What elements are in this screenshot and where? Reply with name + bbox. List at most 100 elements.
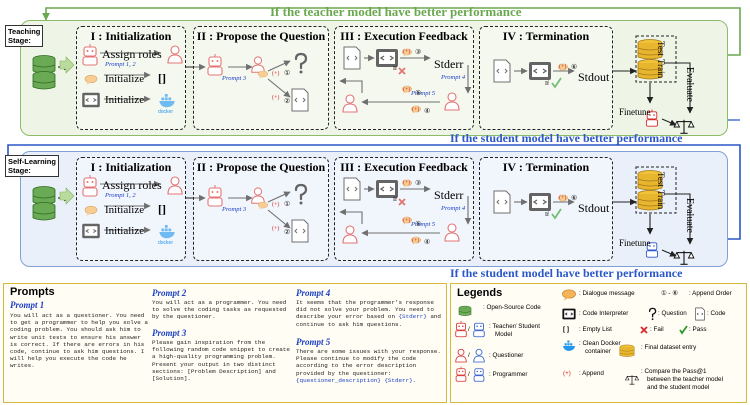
legend-open-source-code-icon (458, 305, 472, 316)
legend-question-icon (648, 307, 657, 321)
self-learning-append-marker-q: (+) (272, 202, 280, 208)
legend-slash-1: / (468, 326, 470, 333)
legend-docker-line2: container (585, 348, 611, 355)
teaching-prompt-4-label: Prompt 4 (441, 74, 466, 81)
teaching-finetune-label: Finetune (619, 107, 651, 117)
teaching-row-graphics (32, 35, 695, 134)
legend-code-icon (695, 307, 705, 321)
teaching-flow-arrow-19 (661, 118, 677, 126)
legend-programmer-blue-icon (473, 368, 485, 382)
teaching-order-1-marker: ① (284, 69, 291, 77)
teaching-initialize-list-label: Initialize (105, 73, 145, 85)
legend-open-source-code: : Open-Source Code (483, 304, 541, 311)
legend-docker-icon (562, 340, 576, 351)
prompt-3-text: Please gain inspiration from the followi… (152, 339, 290, 383)
teaching-stage-tag: Teaching Stage: (5, 25, 44, 47)
teaching-execution-feedback-title: III : Execution Feedback (340, 29, 468, 43)
teaching-source-code-icon-2 (32, 71, 56, 90)
legend-questioner: : Questioner (489, 352, 524, 359)
legend-final-dataset: : Final dataset entry (641, 344, 697, 351)
self-learning-evaluate-label: Evaluate (684, 198, 695, 233)
self-learning-row-graphics (32, 166, 695, 265)
self-learning-append-marker-3: (+) (403, 180, 411, 186)
self-learning-source-code-icon-2 (32, 202, 56, 221)
legend-fail: : Fail (650, 326, 664, 333)
teaching-dataset-split-box (635, 35, 677, 83)
prompt-2-name: Prompt 2 (152, 288, 187, 298)
teaching-initialization-title: I : Initialization (90, 29, 172, 43)
teacher-loop-arrow (42, 7, 741, 56)
legends-panel: Legends : Open-Source Code / : Teacher/ … (450, 283, 747, 403)
teaching-initialize-docker-label: Initialize (105, 94, 145, 106)
legend-append-order: : Append Order (689, 290, 732, 297)
self-learning-row: I : Initialization II : Propose the Quest… (0, 154, 750, 266)
self-learning-append-marker-4: (+) (412, 238, 420, 244)
self-learning-if-label-pass: If (545, 212, 549, 218)
teaching-docker-word: docker (158, 109, 174, 115)
teaching-termination-title: IV : Termination (502, 29, 590, 43)
self-learning-stdout-label: Stdout (578, 201, 610, 215)
legend-docker-line1: : Clean Docker (579, 340, 621, 347)
self-learning-initialization-title: I : Initialization (90, 160, 172, 174)
prompt-3-name: Prompt 3 (152, 328, 187, 338)
self-learning-append-marker-6: (+) (559, 195, 567, 201)
prompt-5-name: Prompt 5 (296, 337, 331, 347)
teaching-termination-panel: IV : Termination (479, 26, 613, 130)
teaching-order-3-marker: ③ (415, 48, 422, 56)
teaching-stage (20, 20, 728, 136)
legend-compare-line3: and the student model (647, 384, 710, 391)
legend-code-interpreter: : Code Interpreter (579, 310, 629, 317)
teaching-compare-scale-icon (673, 119, 695, 134)
legend-teacher-robot-icon (455, 320, 467, 338)
self-learning-dataset-split-box (635, 166, 677, 214)
self-learning-stage-tag: Self-Learning Stage: (5, 155, 59, 177)
legend-order-range: ① - ⑥ (661, 290, 678, 297)
teaching-prompt-5-label: Prompt 5 (411, 90, 436, 97)
self-learning-order-2-marker: ② (284, 228, 291, 236)
legend-questioner-red-icon (455, 348, 467, 363)
self-learning-order-4-marker: ④ (424, 238, 431, 246)
teaching-append-marker-q: (+) (272, 71, 280, 77)
self-learning-prompt-12-label: Prompt 1, 2 (105, 192, 136, 199)
self-learning-stage (20, 151, 728, 267)
self-learning-flow-arrow-13 (339, 208, 363, 224)
self-learning-flow-arrow-19 (661, 249, 677, 257)
teaching-if-label-fail: If (393, 66, 397, 72)
teaching-evaluate-label: Evaluate (684, 67, 695, 102)
self-learning-propose-question-panel: II : Propose the Question (193, 157, 329, 261)
self-learning-pass-mark (551, 208, 562, 220)
self-learning-order-6-marker: ⑥ (571, 194, 578, 202)
self-learning-assign-roles-label: Assign roles (102, 178, 162, 192)
prompt-1-name: Prompt 1 (10, 300, 45, 310)
prompt-5-text-main: There are some issues with your response… (296, 348, 441, 377)
legend-teacher-student: : Teacher/ Student (489, 323, 540, 330)
teaching-prompt-3-label: Prompt 3 (222, 75, 247, 82)
prompt-4-name: Prompt 4 (296, 288, 331, 298)
teaching-if-label-pass: If (545, 81, 549, 87)
prompt-1-text: You will act as a questioner. You need t… (10, 312, 148, 370)
self-learning-input-arrow (59, 187, 75, 205)
teaching-tag-line1: Teaching (8, 27, 41, 36)
self-learning-propose-question-title: II : Propose the Question (196, 160, 326, 174)
legend-slash-2: / (468, 352, 470, 359)
teaching-input-arrow (59, 56, 75, 74)
self-learning-initialize-list-label: Initialize (105, 204, 145, 216)
prompt-5-var: {questioner_description} {Stderr}. (296, 376, 417, 384)
self-learning-stderr-label: Stderr (434, 188, 464, 202)
self-learning-order-1-marker: ① (284, 200, 291, 208)
teaching-order-2-marker: ② (284, 97, 291, 105)
legend-programmer-red-icon (455, 366, 467, 382)
self-learning-flow-arrow-18 (664, 193, 694, 245)
self-learning-flow-arrow-8 (267, 209, 291, 229)
self-learning-train-label: Train (656, 190, 666, 210)
teacher-better-banner: If the teacher model have better perform… (270, 4, 522, 19)
teaching-flow-arrow-8 (267, 78, 291, 98)
legend-code-interpreter-icon (562, 308, 576, 320)
teaching-order-6-marker: ⑥ (571, 63, 578, 71)
self-learning-execution-feedback-panel: III : Execution Feedback (334, 157, 474, 261)
legend-questioner-blue-icon (473, 348, 485, 363)
self-learning-prompt-3-label: Prompt 3 (222, 206, 247, 213)
self-learning-source-code-icon-1 (32, 186, 56, 205)
legend-compare-line2: between the teacher model (647, 376, 723, 383)
teaching-tag-line2: Stage: (8, 36, 31, 45)
